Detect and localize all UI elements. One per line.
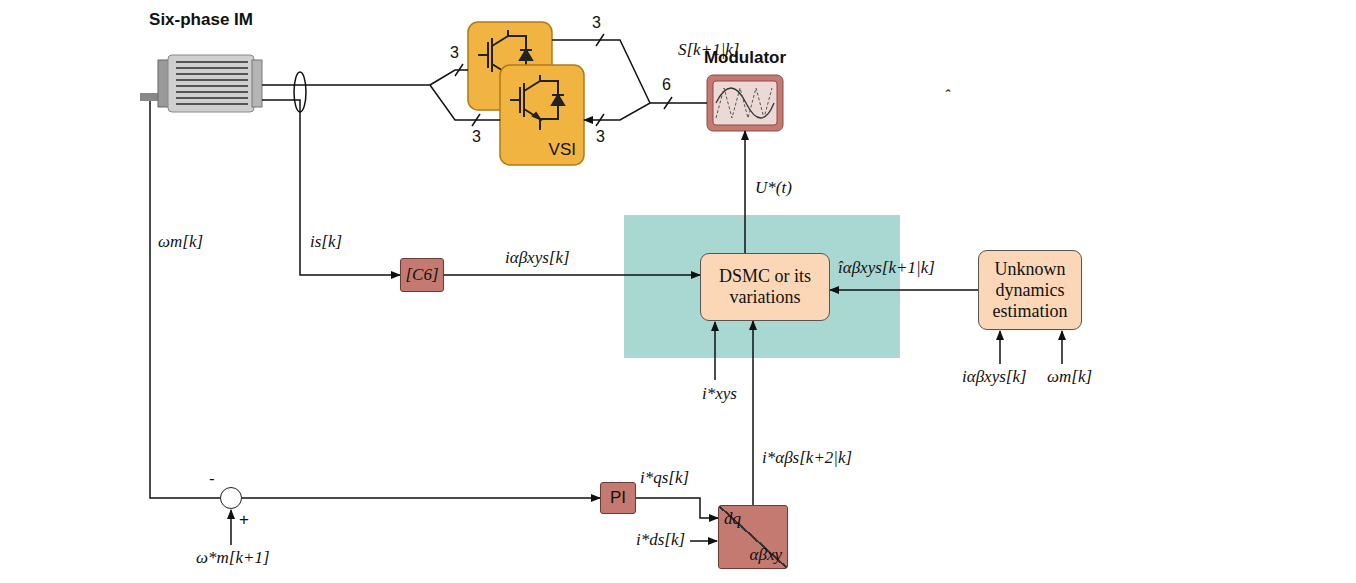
signal-connector <box>744 131 746 253</box>
modulator-drawing <box>707 75 783 131</box>
motor-title: Six-phase IM <box>149 10 253 30</box>
signal-label: ˆ <box>944 86 950 106</box>
signal-connector <box>584 103 707 120</box>
frame-label: dq <box>724 509 741 529</box>
signal-label: 3 <box>592 14 601 32</box>
signal-connector <box>752 321 754 505</box>
signal-label: 3 <box>596 128 605 146</box>
signal-label: ω*m[k+1] <box>196 548 270 568</box>
signal-label: i*qs[k] <box>640 468 689 488</box>
signal-connector <box>262 85 500 120</box>
signal-connector <box>636 498 718 518</box>
estimator-box: Unknown dynamics estimation <box>978 250 1082 330</box>
box-label: [C6] <box>405 265 438 285</box>
signal-label: 6 <box>662 76 671 94</box>
signal-connector <box>242 497 600 499</box>
box-label: Unknown dynamics estimation <box>983 259 1077 322</box>
frame-label: αβxy <box>750 545 782 565</box>
signal-label: ωm[k] <box>1047 367 1092 387</box>
signal-label: 3 <box>472 128 481 146</box>
sign-label: + <box>239 510 249 530</box>
signal-label: 3 <box>450 44 459 62</box>
box-label: DSMC or its variations <box>705 266 825 308</box>
signal-connector <box>150 101 220 498</box>
signal-label: i*αβs[k+2|k] <box>762 448 852 468</box>
signal-connector <box>444 274 700 276</box>
sign-label: - <box>209 469 215 489</box>
signal-label: îαβxys[k+1|k] <box>838 258 935 278</box>
signal-label: i*ds[k] <box>636 530 685 550</box>
inverter: VSI <box>500 65 584 165</box>
signal-label: iαβxys[k] <box>505 248 570 268</box>
modulator: Modulator <box>707 75 783 131</box>
igbt-symbol <box>510 75 564 130</box>
input-arrows <box>231 322 1062 545</box>
sum-junction: -+ <box>220 487 242 509</box>
signal-label: iαβxys[k] <box>962 367 1027 387</box>
signal-label: U*(t) <box>755 178 792 198</box>
signal-label: S[k+1|k] <box>678 40 739 60</box>
signal-label: i*xys <box>702 384 737 404</box>
controller-box: DSMC or its variations <box>700 253 830 321</box>
pi-box: PI <box>600 482 636 514</box>
signal-connector <box>262 100 400 275</box>
inverter-leg <box>500 65 584 165</box>
phase-wires <box>430 34 672 126</box>
box-label: PI <box>610 488 626 508</box>
controller-band <box>624 215 900 358</box>
signal-label: is[k] <box>310 232 342 252</box>
motor: Six-phase IM <box>140 52 262 112</box>
motor-drawing <box>140 55 262 112</box>
signal-connector <box>830 289 978 291</box>
transform-box: dqαβxy <box>718 505 788 569</box>
transform-box: [C6] <box>400 258 444 292</box>
inverter-label: VSI <box>549 140 576 160</box>
signal-label: ωm[k] <box>158 232 203 252</box>
